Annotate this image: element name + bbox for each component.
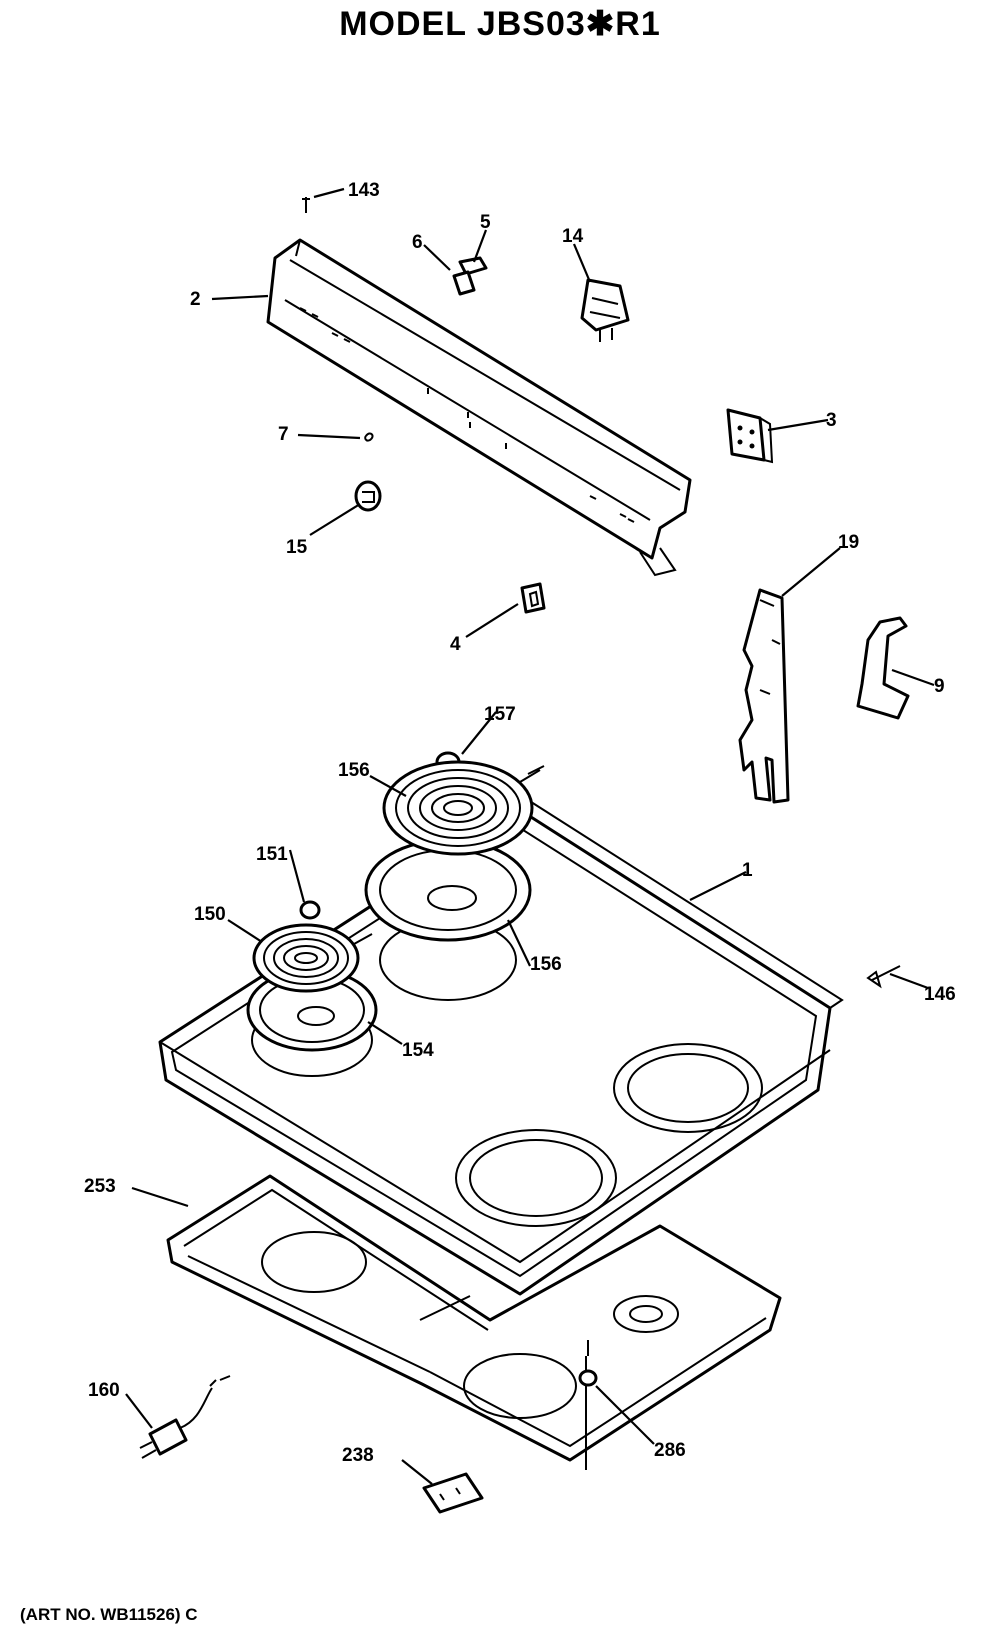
large-drip-pan-156	[364, 838, 532, 942]
callout-6: 6	[412, 232, 423, 253]
bracket-part-4	[520, 582, 546, 614]
screw-146	[866, 965, 901, 989]
burner-box-253	[166, 1174, 782, 1470]
screw-143	[302, 197, 310, 213]
callout-160: 160	[88, 1380, 120, 1401]
bracket-part-9	[856, 616, 910, 720]
callout-14: 14	[562, 226, 584, 247]
callout-2: 2	[190, 289, 201, 310]
callout-286: 286	[654, 1440, 686, 1461]
callout-7: 7	[278, 424, 289, 445]
diagram-title: MODEL JBS03✱R1	[339, 5, 661, 43]
clip-part-286	[578, 1340, 598, 1387]
large-surface-element-156	[382, 760, 545, 856]
callout-4: 4	[450, 634, 461, 655]
callout-150: 150	[194, 904, 226, 925]
callout-3: 3	[826, 410, 837, 431]
callout-253: 253	[84, 1176, 116, 1197]
cooktop-main-top	[158, 798, 844, 1296]
callout-labels: 143 2 6 5 14 3 7 15 19 4 9 157 156 151 1…	[84, 180, 956, 1466]
small-surface-element-150	[252, 923, 373, 993]
callout-146: 146	[924, 984, 956, 1005]
knob-part-15	[354, 480, 382, 512]
callout-157: 157	[484, 704, 516, 725]
terminal-block-238	[422, 1472, 484, 1514]
callout-151: 151	[256, 844, 288, 865]
callout-19: 19	[838, 532, 859, 553]
leader-lines	[125, 187, 935, 1485]
power-cord-160	[139, 1375, 231, 1459]
callout-143: 143	[348, 180, 380, 201]
callout-156-pan: 156	[530, 954, 562, 975]
callout-154: 154	[402, 1040, 434, 1061]
knob-part-151	[299, 900, 321, 920]
switch-part-14	[580, 278, 630, 342]
clip-part-7	[364, 432, 374, 442]
callout-238: 238	[342, 1445, 374, 1466]
callout-1: 1	[742, 860, 753, 881]
callout-15: 15	[286, 537, 308, 558]
terminal-block-3	[726, 408, 774, 464]
art-number: (ART NO. WB11526) C	[20, 1605, 198, 1624]
callout-9: 9	[934, 676, 945, 697]
backsplash-panel	[266, 238, 692, 577]
bracket-part-19	[738, 588, 790, 804]
callout-5: 5	[480, 212, 491, 233]
clip-part-5-6	[452, 256, 488, 296]
callout-156-element: 156	[338, 760, 370, 781]
